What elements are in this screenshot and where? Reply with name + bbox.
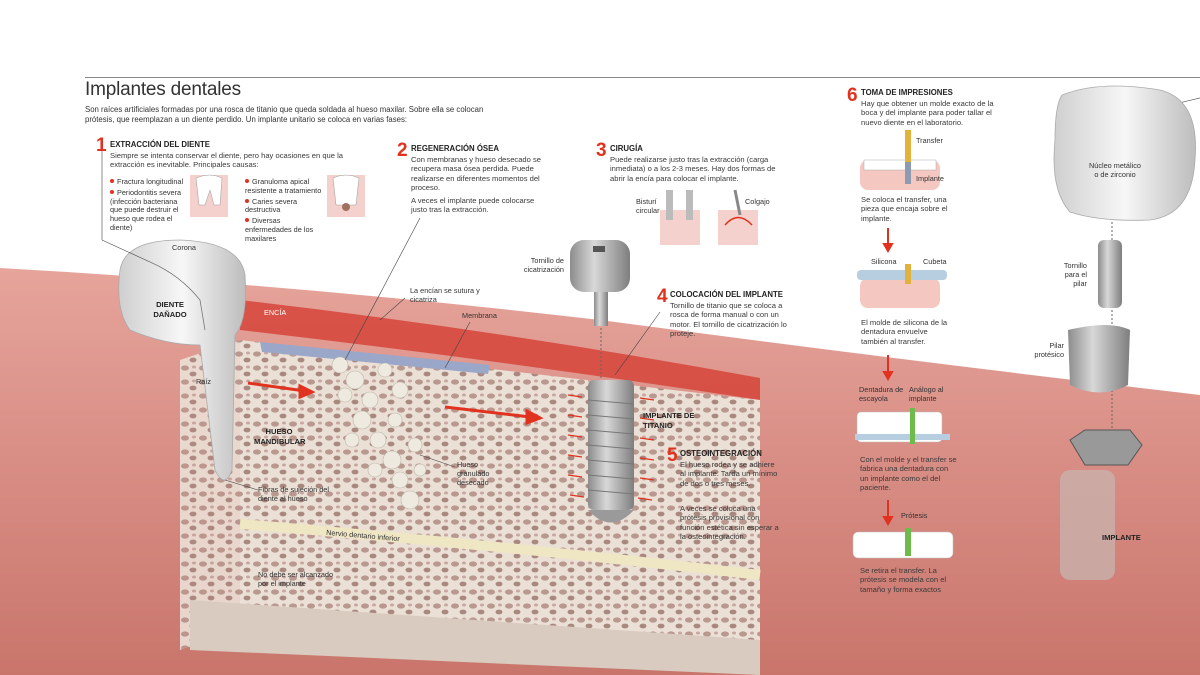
step-4-title: COLOCACIÓN DEL IMPLANTE: [670, 290, 783, 299]
bone-floor: [190, 600, 760, 675]
implant-analog-label: Análogo al implante: [909, 385, 944, 403]
titanium-implant-label: IMPLANTE DE TITANIO: [643, 411, 695, 430]
step6-arrows: [882, 228, 894, 527]
causes-left: Fractura longitudinal Periodontitis seve…: [110, 177, 188, 235]
page-title: Implantes dentales: [85, 79, 241, 100]
step-6c-caption: Con el molde y el transfer se fabrica un…: [860, 455, 957, 493]
fracture-tooth-icon: [195, 174, 223, 206]
gum-label: ENCÍA: [264, 308, 287, 317]
step-5-number: 5: [667, 445, 678, 466]
cause-item: Periodontitis severa (infección bacteria…: [110, 188, 188, 233]
fibers-label: Fibras de sujeción del diente al hueso: [258, 485, 329, 503]
prosthetic-crown: [1053, 85, 1196, 221]
step-5-title: OSTEOINTEGRACIÓN: [680, 449, 762, 458]
step-5-text2: A veces se coloca una prótesis provision…: [680, 504, 779, 542]
flap-label: Colgajo: [745, 197, 770, 206]
jaw-bone-label: HUESO MANDIBULAR: [254, 427, 306, 446]
plaster-denture-label: Dentadura de escayola: [859, 385, 904, 403]
tray-label: Cubeta: [923, 257, 947, 266]
step-6a-caption: Se coloca el transfer, una pieza que enc…: [861, 195, 948, 223]
crown-label: Corona: [172, 243, 196, 252]
cause-item: Diversas enfermedades de los maxilares: [245, 216, 325, 243]
granuloma-tooth-icon: [332, 174, 360, 206]
implant-small-label: Implante: [916, 174, 944, 183]
scalpel-circular-label: Bisturí circular: [636, 197, 660, 215]
step-1-title: EXTRACCIÓN DEL DIENTE: [110, 140, 210, 149]
growth-arrows: [247, 381, 544, 426]
step-2-text2: A veces el implante puede colocarse just…: [411, 196, 535, 215]
causes-right: Granuloma apical resistente a tratamient…: [245, 177, 325, 246]
abutment-screw-label: Tornillo para el pilar: [1063, 261, 1087, 288]
root-label: Raíz: [196, 377, 212, 386]
damaged-tooth: [118, 239, 246, 481]
silicone-label: Silicona: [871, 257, 897, 266]
abutment: [1068, 325, 1130, 393]
step-3-text: Puede realizarse justo tras la extracció…: [610, 155, 776, 183]
step-3-title: CIRUGÍA: [610, 144, 643, 153]
core-label: Núcleo metálico o de zirconio: [1089, 161, 1141, 179]
implant-in-gum: [1060, 429, 1143, 580]
nerve: [239, 519, 761, 580]
osseointegration-arrows: [567, 394, 655, 501]
granulated-bone-label: Hueso granulado desecado: [457, 460, 490, 487]
step-1-text: Siempre se intenta conservar el diente, …: [110, 151, 344, 170]
intro-text: Son raíces artificiales formadas por una…: [85, 105, 484, 124]
healing-screw: [570, 240, 630, 378]
healing-screw-label: Tornillo de cicatrización: [523, 256, 564, 274]
membrane: [260, 342, 490, 374]
titanium-implant: [587, 380, 635, 523]
transfer-label: Transfer: [916, 136, 943, 145]
step-2-number: 2: [397, 140, 408, 161]
impression-diagrams: [852, 130, 954, 559]
damaged-tooth-label: DIENTE DAÑADO: [153, 300, 187, 319]
implant-label: IMPLANTE: [1102, 533, 1141, 542]
step-6b-caption: El molde de silicona de la dentadura env…: [861, 318, 948, 346]
step-6-title: TOMA DE IMPRESIONES: [861, 88, 953, 97]
step-3-number: 3: [596, 140, 607, 161]
gum-top-red: [240, 300, 760, 400]
step-2-text: Con membranas y hueso desecado se recupe…: [411, 155, 542, 193]
nerve-note: No debe ser alcanzado por el implante: [258, 570, 334, 588]
cause-item: Caries severa destructiva: [245, 197, 325, 216]
bone-granules: [331, 356, 427, 510]
title-rule: [85, 77, 1200, 78]
step-2-title: REGENERACIÓN ÓSEA: [411, 144, 499, 153]
cause-item: Granuloma apical resistente a tratamient…: [245, 177, 325, 196]
membrane-label: Membrana: [462, 311, 497, 320]
surgery-diagrams: [660, 189, 758, 245]
granuloma-icon: [342, 203, 350, 211]
prosthesis-label: Prótesis: [901, 511, 928, 520]
step-1-number: 1: [96, 135, 107, 156]
step-4-number: 4: [657, 286, 668, 307]
abutment-screw: [1098, 240, 1122, 308]
step-5-text: El hueso rodea y se adhiere al implante.…: [680, 460, 778, 488]
abutment-label: Pilar protésico: [1034, 341, 1064, 359]
step-6d-caption: Se retira el transfer. La prótesis se mo…: [860, 566, 947, 594]
step-6-text: Hay que obtener un molde exacto de la bo…: [861, 99, 994, 127]
step-4-text: Tornillo de titanio que se coloca a rosc…: [670, 301, 787, 339]
cause-item: Fractura longitudinal: [110, 177, 188, 187]
step-6-number: 6: [847, 85, 858, 106]
suture-label: La encían se sutura y cicatriza: [410, 286, 480, 304]
